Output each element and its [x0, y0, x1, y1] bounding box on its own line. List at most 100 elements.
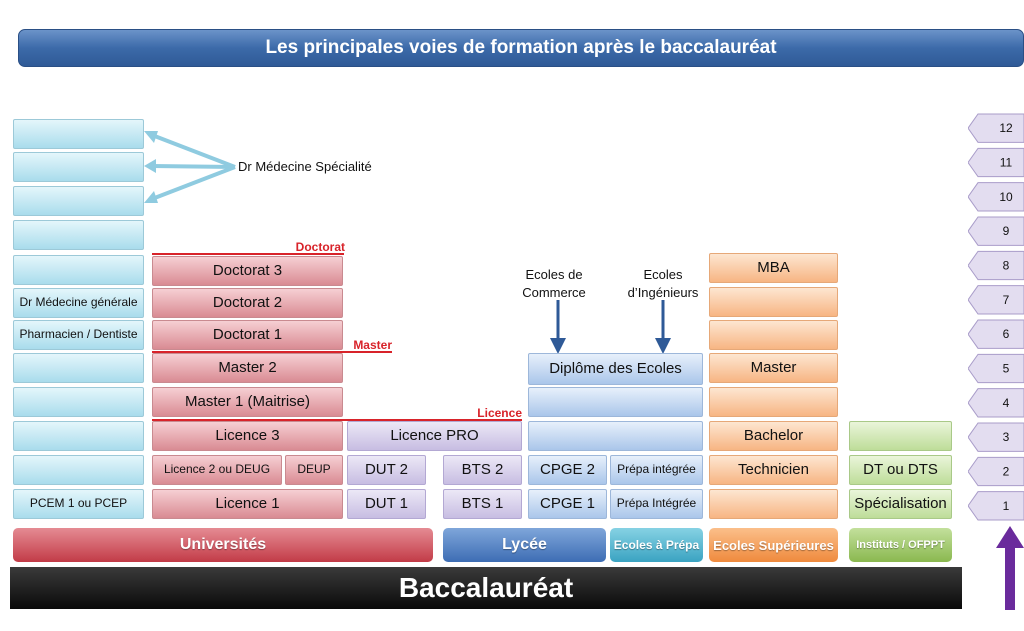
ingenieurs-down-arrow — [655, 300, 671, 354]
medecine-year-3-box — [13, 421, 144, 451]
bts-1-box: BTS 1 — [443, 489, 522, 519]
year-step-label: 10 — [999, 190, 1013, 204]
mba-box: MBA — [709, 253, 838, 283]
licence-separator-label: Licence — [477, 406, 522, 420]
year-step-shape — [967, 285, 1024, 315]
year-step-10: 10 — [967, 182, 1024, 212]
deup-box: DEUP — [285, 455, 343, 485]
page-title: Les principales voies de formation après… — [18, 29, 1024, 67]
year-step-shape — [967, 216, 1024, 246]
ecoles-year-3-box — [528, 421, 703, 451]
arrow-to-year-12 — [151, 133, 236, 169]
year-step-label: 6 — [1003, 327, 1010, 341]
year-step-12: 12 — [967, 113, 1024, 143]
year-step-label: 8 — [1003, 259, 1010, 273]
commerce-down-arrow — [550, 300, 566, 354]
year-step-1: 1 — [967, 491, 1024, 521]
category-instituts: Instituts / OFPPT — [849, 528, 952, 562]
arrow-to-year-11 — [151, 164, 236, 169]
year-scale: 12 11 10 9 8 7 6 5 4 3 2 1 — [967, 112, 1024, 524]
superieures-year-6-box — [709, 320, 838, 350]
medecine-year-4-box — [13, 387, 144, 417]
arrow-to-year-10 — [151, 165, 236, 201]
ecoles-ingenieurs-label: Ecoles d’Ingénieurs — [627, 267, 699, 300]
doctorat-2-box: Doctorat 2 — [152, 288, 343, 318]
dr-medecine-generale-box: Dr Médecine générale — [13, 288, 144, 318]
year-step-shape — [967, 319, 1024, 349]
pcem-box: PCEM 1 ou PCEP — [13, 489, 144, 519]
year-scale-svg: 12 11 10 9 8 7 6 5 4 3 2 1 — [967, 113, 1024, 521]
year-step-shape — [967, 388, 1024, 418]
year-step-label: 11 — [1000, 156, 1013, 170]
year-step-3: 3 — [967, 422, 1024, 452]
bachelor-box: Bachelor — [709, 421, 838, 451]
year-step-shape — [967, 422, 1024, 452]
pharmacien-dentiste-box: Pharmacien / Dentiste — [13, 320, 144, 350]
ecoles-year-4-box — [528, 387, 703, 417]
year-step-2: 2 — [967, 456, 1024, 487]
dut-1-box: DUT 1 — [347, 489, 426, 519]
master-separator — [152, 351, 392, 353]
licence-pro-box: Licence PRO — [347, 421, 522, 451]
year-step-shape — [967, 456, 1024, 487]
doctorat-3-box: Doctorat 3 — [152, 256, 343, 286]
year-step-label: 9 — [1003, 224, 1010, 238]
prepa-integree-1-box: Prépa Intégrée — [610, 489, 703, 519]
year-step-5: 5 — [967, 353, 1024, 384]
year-step-4: 4 — [967, 388, 1024, 418]
superieures-year-1-box — [709, 489, 838, 519]
baccalaureat-bar: Baccalauréat — [10, 567, 962, 609]
master-separator-label: Master — [353, 338, 392, 352]
year-step-6: 6 — [967, 319, 1024, 349]
licence-1-box: Licence 1 — [152, 489, 343, 519]
year-step-label: 7 — [1003, 293, 1010, 307]
cpge-2-box: CPGE 2 — [528, 455, 607, 485]
category-lycee: Lycée — [443, 528, 606, 562]
up-arrow-icon — [996, 526, 1024, 610]
year-step-shape — [967, 250, 1024, 281]
category-ecoles-superieures: Ecoles Supérieures — [709, 528, 838, 562]
doctorat-separator — [152, 253, 344, 255]
year-step-7: 7 — [967, 285, 1024, 315]
year-step-label: 5 — [1003, 362, 1010, 376]
year-step-shape — [967, 491, 1024, 521]
year-step-label: 2 — [1003, 465, 1010, 479]
ecoles-commerce-label: Ecoles de Commerce — [522, 267, 586, 300]
master-1-box: Master 1 (Maitrise) — [152, 387, 343, 417]
medecine-year-2-box — [13, 455, 144, 485]
licence-separator — [152, 419, 522, 421]
year-step-label: 12 — [999, 121, 1013, 135]
cpge-1-box: CPGE 1 — [528, 489, 607, 519]
doctorat-1-box: Doctorat 1 — [152, 320, 343, 350]
diplome-ecoles-box: Diplôme des Ecoles — [528, 353, 703, 385]
year-step-shape — [967, 353, 1024, 384]
year-step-8: 8 — [967, 250, 1024, 281]
medecine-year-12-box — [13, 119, 144, 149]
year-step-label: 3 — [1003, 430, 1010, 444]
year-step-shape — [967, 147, 1024, 178]
master-superieures-box: Master — [709, 353, 838, 383]
specialite-label: Dr Médecine Spécialité — [238, 159, 372, 174]
year-step-shape — [967, 113, 1024, 143]
medecine-year-5-box — [13, 353, 144, 383]
bts-2-box: BTS 2 — [443, 455, 522, 485]
year-step-9: 9 — [967, 216, 1024, 246]
year-step-shape — [967, 182, 1024, 212]
technicien-box: Technicien — [709, 455, 838, 485]
superieures-year-7-box — [709, 287, 838, 317]
medecine-year-10-box — [13, 186, 144, 216]
dt-dts-box: DT ou DTS — [849, 455, 952, 485]
year-step-label: 1 — [1003, 499, 1010, 513]
year-step-11: 11 — [967, 147, 1024, 178]
instituts-year-3-box — [849, 421, 952, 451]
doctorat-separator-label: Doctorat — [295, 240, 345, 254]
medecine-year-8-box — [13, 255, 144, 285]
medecine-year-9-box — [13, 220, 144, 250]
superieures-year-4-box — [709, 387, 838, 417]
prepa-integree-2-box: Prépa intégrée — [610, 455, 703, 485]
specialite-arrows — [144, 131, 236, 203]
year-step-label: 4 — [1003, 396, 1010, 410]
licence-3-box: Licence 3 — [152, 421, 343, 451]
category-universites: Universités — [13, 528, 433, 562]
master-2-box: Master 2 — [152, 353, 343, 383]
